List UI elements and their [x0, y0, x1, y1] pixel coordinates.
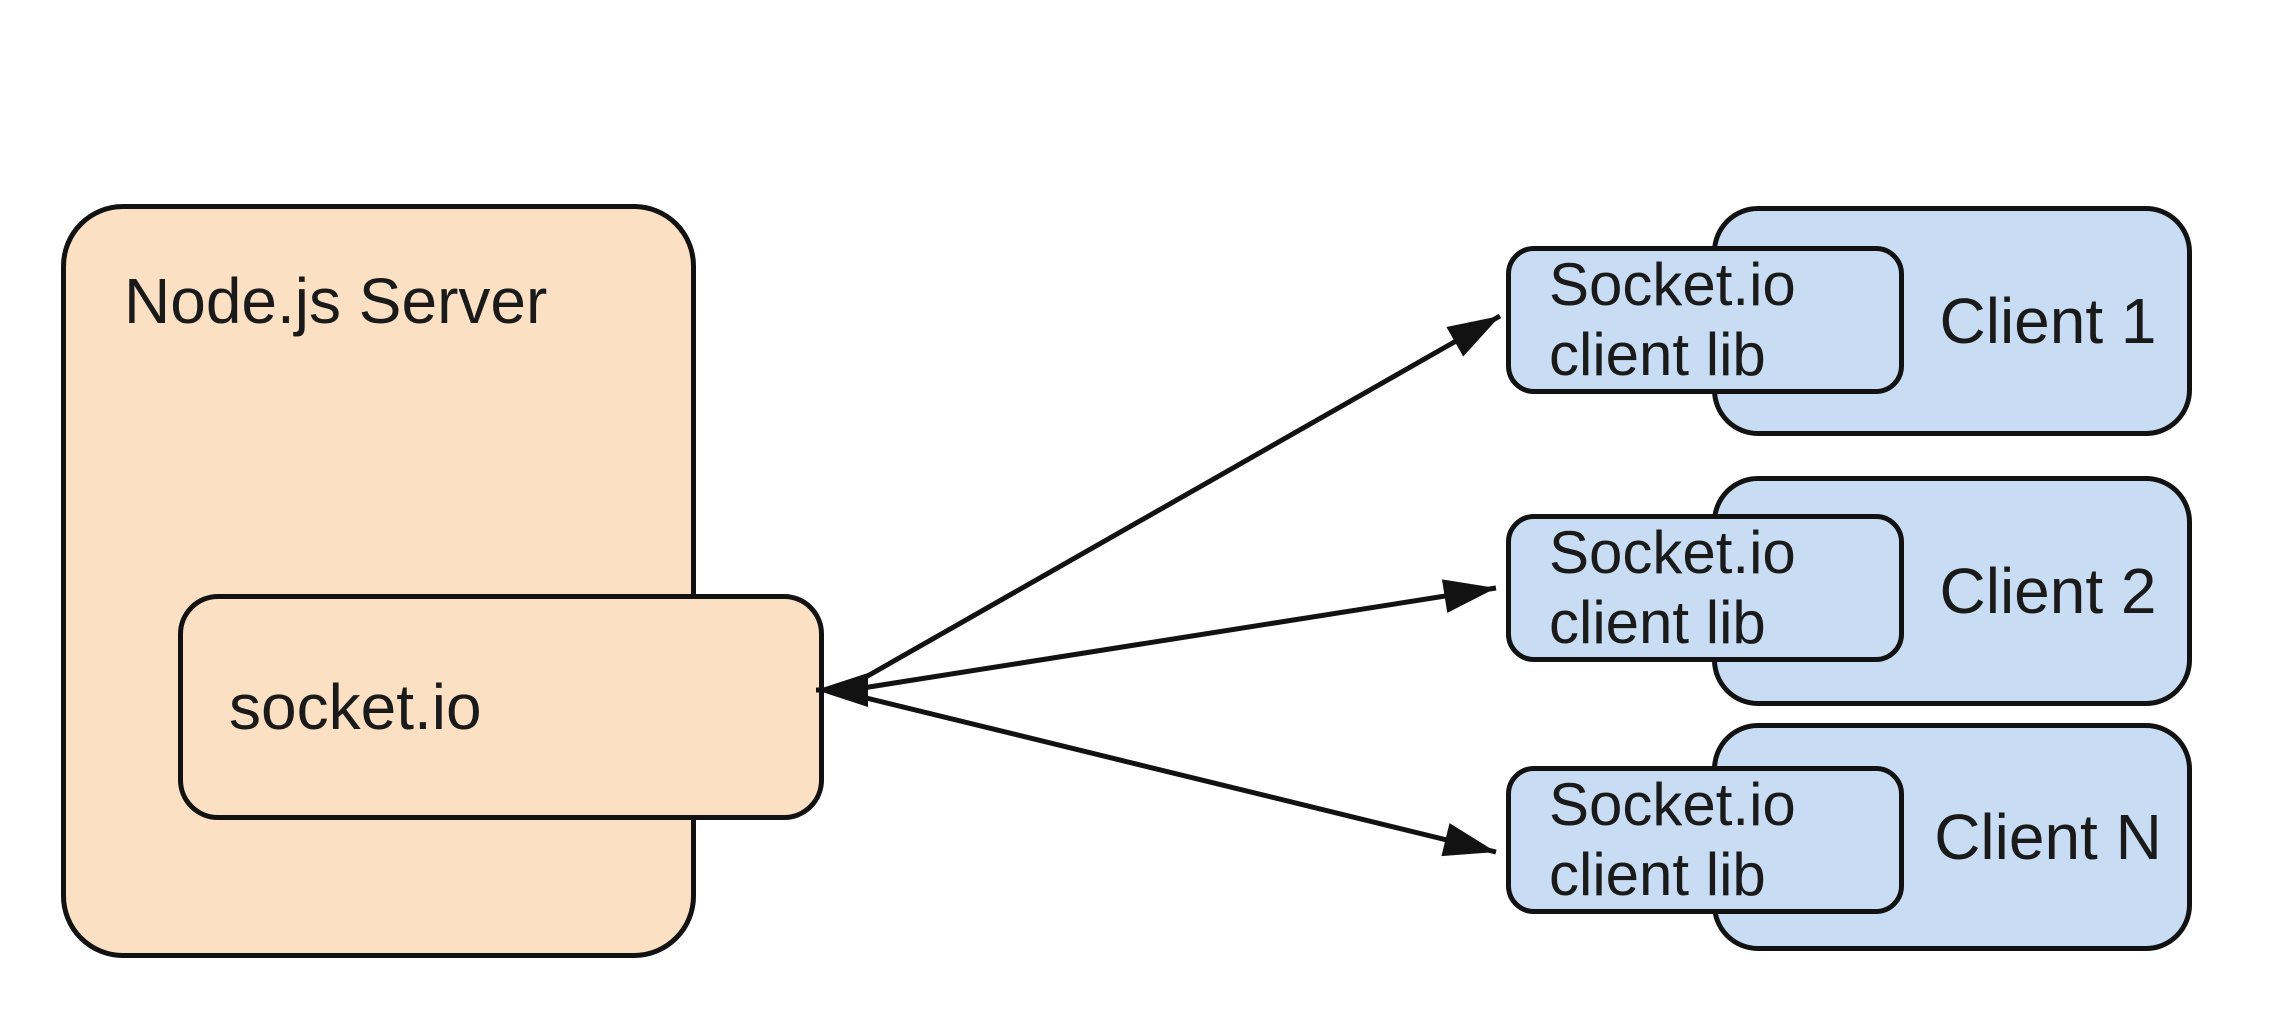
socketio-label: socket.io — [229, 670, 482, 743]
client-1-label: Client 1 — [1939, 285, 2157, 357]
client-2-label: Client 2 — [1939, 555, 2157, 627]
client-n-label: Client N — [1934, 801, 2162, 873]
client-2-socketio-lib-box: Socket.io client lib — [1506, 514, 1904, 662]
arrow-to-client-2 — [849, 579, 1497, 693]
nodejs-server-label: Node.js Server — [124, 265, 548, 337]
arrow-to-client-n — [849, 691, 1497, 857]
client-n-socketio-lib-label: Socket.io client lib — [1549, 771, 1796, 908]
arrow-to-client-1 — [848, 313, 1502, 689]
client-1-socketio-lib-box: Socket.io client lib — [1506, 246, 1904, 394]
client-2-socketio-lib-label: Socket.io client lib — [1549, 519, 1796, 656]
socketio-box: socket.io — [178, 594, 824, 820]
client-n-socketio-lib-box: Socket.io client lib — [1506, 766, 1904, 914]
client-1-socketio-lib-label: Socket.io client lib — [1549, 251, 1796, 388]
nodejs-server-box: Node.js Server — [61, 204, 696, 958]
